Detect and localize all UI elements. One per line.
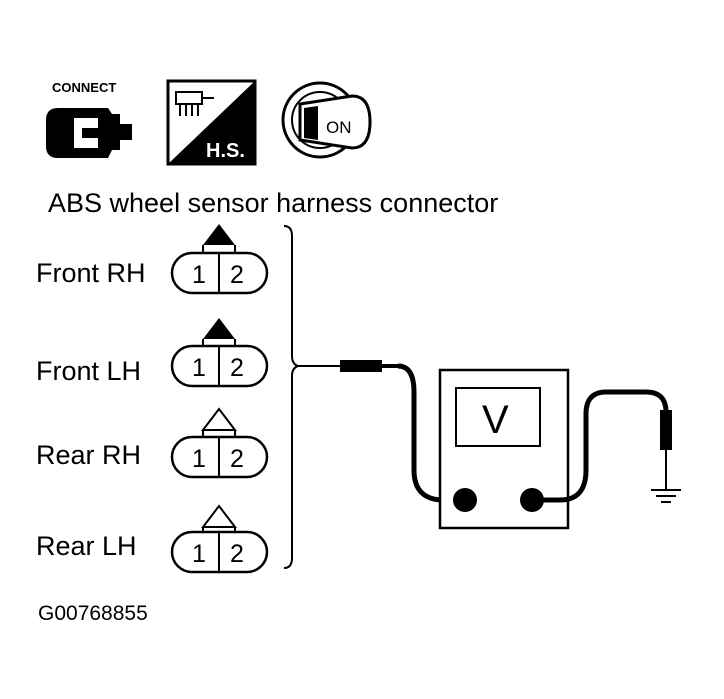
hs-icon: H.S. (166, 79, 257, 166)
pin-1: 1 (192, 445, 206, 473)
pin-2: 2 (230, 540, 244, 568)
hs-label: H.S. (206, 140, 245, 162)
connector-label: Rear RH (36, 440, 141, 470)
voltmeter-symbol: V (482, 398, 509, 442)
connect-icon: CONNECT (46, 80, 132, 158)
pin-2: 2 (230, 354, 244, 382)
pin-1: 1 (192, 540, 206, 568)
voltmeter: V (438, 368, 570, 530)
pin-2: 2 (230, 261, 244, 289)
pin-1: 1 (192, 354, 206, 382)
pin-marker-outline (200, 407, 238, 431)
connector-rear-rh: Rear RH 1 2 (36, 407, 269, 479)
connector-label: Front RH (36, 258, 146, 288)
pin-2: 2 (230, 445, 244, 473)
connector-label: Rear LH (36, 531, 137, 561)
ground-probe (660, 410, 672, 490)
connect-label: CONNECT (52, 80, 116, 95)
ground-icon (651, 489, 681, 503)
connector-label: Front LH (36, 356, 141, 386)
ignition-on-icon: ON (281, 81, 372, 159)
voltmeter-positive-terminal (453, 488, 477, 512)
connector-front-rh: Front RH 1 2 (36, 224, 269, 295)
positive-probe (298, 360, 398, 372)
connector-front-lh: Front LH 1 2 (36, 318, 269, 388)
connector-rear-lh: Rear LH 1 2 (36, 504, 269, 574)
pin-marker-filled (203, 318, 235, 339)
pin-marker-filled (203, 224, 235, 245)
connector-bracket (283, 225, 302, 569)
negative-test-lead (532, 389, 669, 503)
figure-code: G00768855 (38, 602, 148, 625)
pin-1: 1 (192, 261, 206, 289)
connector-title: ABS wheel sensor harness connector (48, 188, 498, 218)
ignition-on-label: ON (326, 118, 352, 137)
positive-test-lead (397, 363, 464, 503)
pin-marker-outline (200, 504, 238, 528)
